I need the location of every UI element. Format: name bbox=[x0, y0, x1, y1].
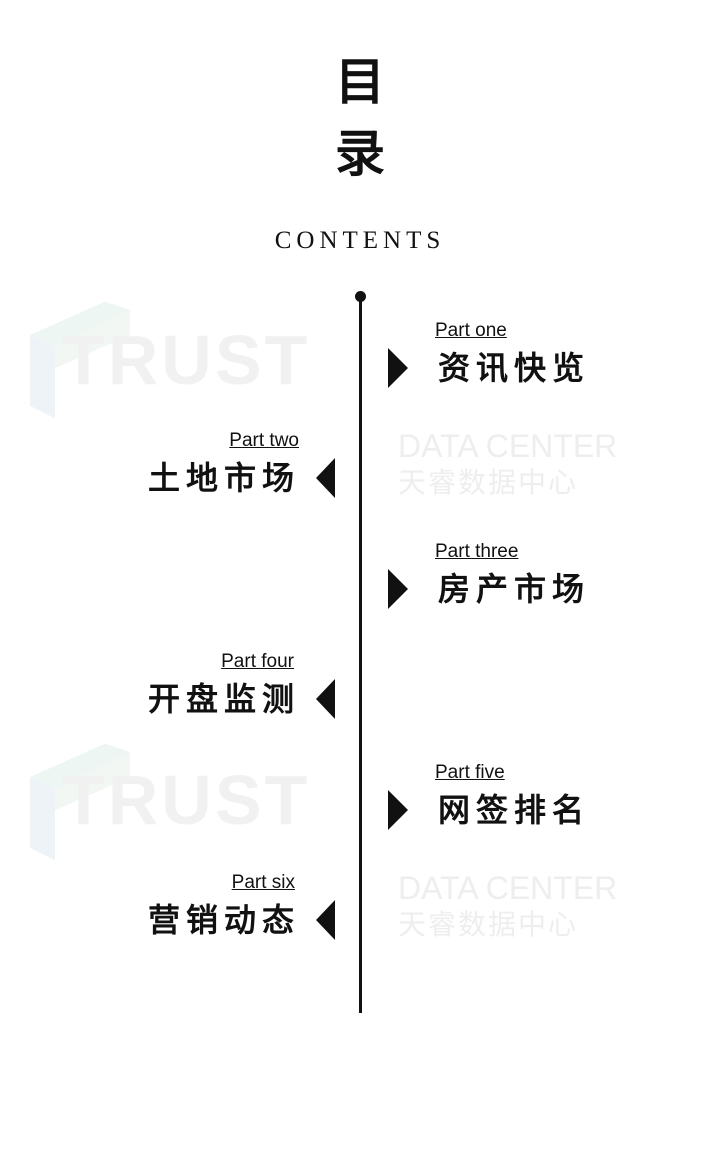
watermark-brand: TRUST bbox=[62, 761, 311, 839]
part-label: Part six bbox=[231, 872, 295, 893]
watermark-cn: 天睿数据中心 bbox=[398, 466, 579, 499]
part-label: Part five bbox=[435, 762, 505, 783]
part-name: 营销动态 bbox=[147, 901, 300, 939]
part-name: 开盘监测 bbox=[147, 680, 300, 718]
arrow-right-icon bbox=[388, 569, 408, 609]
watermark-brand: TRUST bbox=[62, 321, 311, 399]
timeline-dot bbox=[355, 291, 366, 302]
watermark-en: DATA CENTER bbox=[398, 428, 618, 464]
page-title-char: 目 bbox=[335, 52, 385, 111]
arrow-left-icon bbox=[316, 900, 335, 940]
timeline-line bbox=[359, 297, 362, 1013]
arrow-left-icon bbox=[316, 458, 335, 498]
part-name: 网签排名 bbox=[438, 791, 591, 829]
part-name: 土地市场 bbox=[147, 459, 300, 497]
watermark-cn: 天睿数据中心 bbox=[398, 908, 579, 941]
part-name: 房产市场 bbox=[438, 570, 591, 608]
arrow-right-icon bbox=[388, 348, 408, 388]
page-title-char: 录 bbox=[335, 124, 385, 183]
part-label: Part three bbox=[435, 541, 519, 562]
trust-logo-icon bbox=[30, 301, 130, 419]
arrow-left-icon bbox=[316, 679, 335, 719]
watermark-en: DATA CENTER bbox=[398, 870, 618, 906]
part-label: Part two bbox=[229, 430, 299, 451]
part-label: Part one bbox=[435, 320, 507, 341]
part-label: Part four bbox=[221, 651, 294, 672]
contents-subtitle: CONTENTS bbox=[274, 227, 446, 254]
arrow-right-icon bbox=[388, 790, 408, 830]
trust-logo-icon bbox=[30, 743, 130, 861]
part-name: 资讯快览 bbox=[438, 349, 591, 387]
